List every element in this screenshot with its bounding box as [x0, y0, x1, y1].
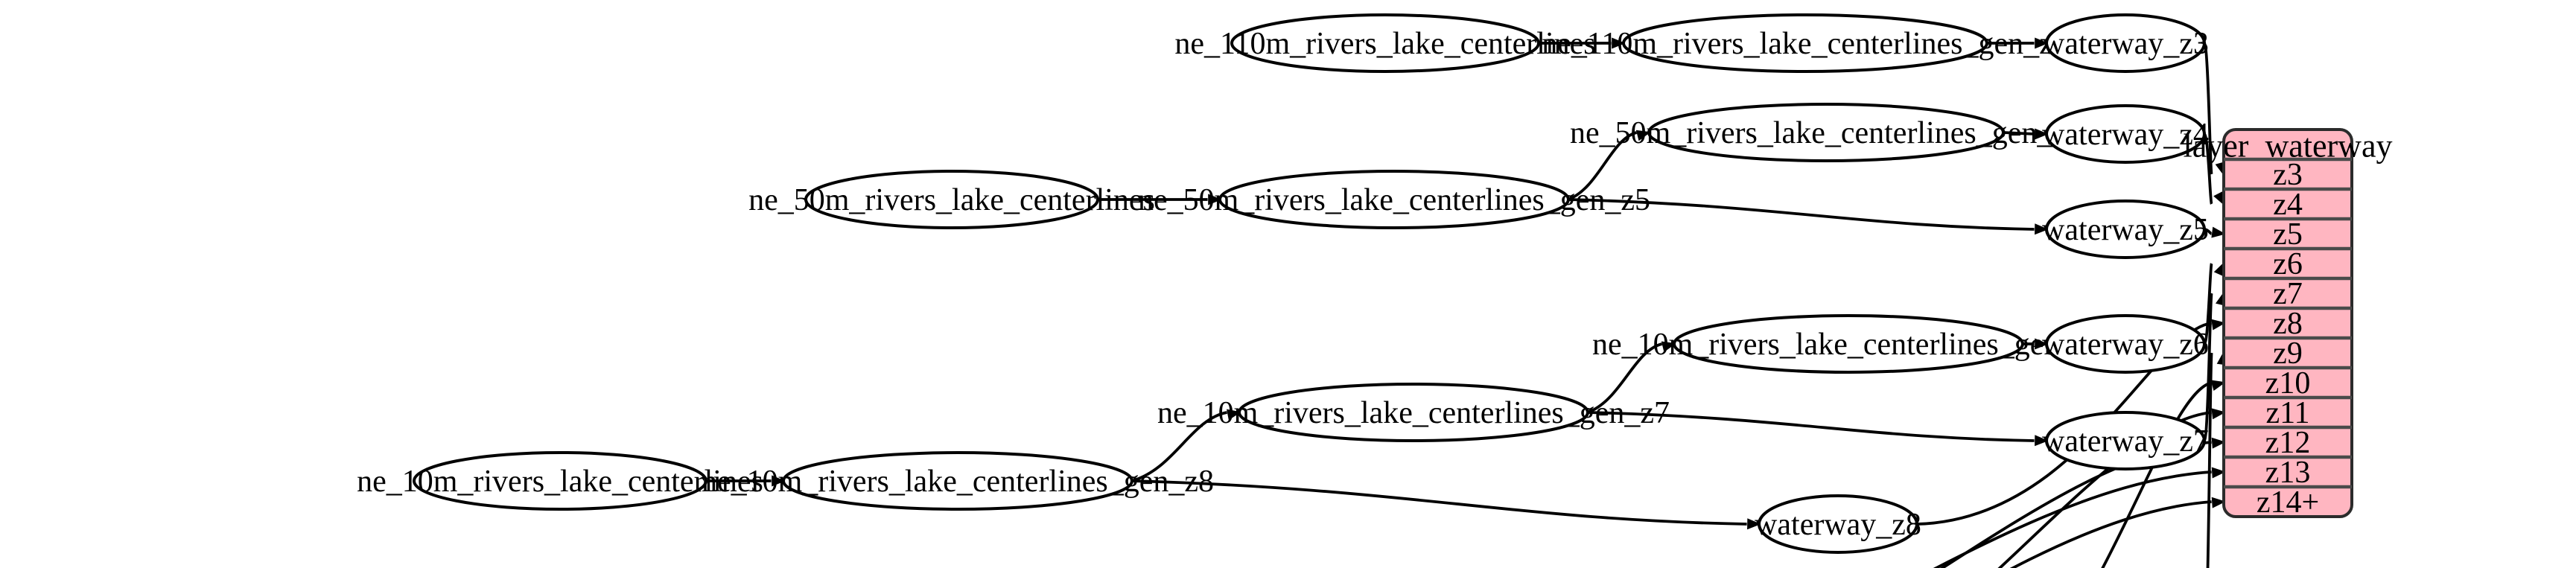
table-cell-label: z6 [2273, 247, 2303, 281]
edge-arrowhead [2035, 128, 2049, 140]
edge-arrowhead [2035, 435, 2049, 447]
edge-arrowhead [2211, 319, 2226, 331]
graph-node-ne_50m_rivers_lake_centerlines[interactable]: ne_50m_rivers_lake_centerlines [748, 170, 1155, 229]
table-cell-label: z5 [2273, 217, 2303, 252]
node-ellipse [1673, 314, 2024, 374]
graph-edge-waterway_z14-to-layer_waterway_z14_ [2009, 500, 2212, 568]
table-cell-label: z14+ [2257, 485, 2319, 520]
graph-edge-ne_50m_rivers_lake_centerlines_gen_z5-to-ne_50m_rivers_lake_centerlines_gen_z4 [1568, 131, 1638, 201]
graph-edge-ne_10m_rivers_lake_centerlines_gen_z8-to-waterway_z8 [1131, 479, 1747, 526]
node-ellipse [2045, 200, 2206, 259]
edge-arrowhead [2211, 467, 2226, 479]
graph-edge-ne_50m_rivers_lake_centerlines_gen_z5-to-waterway_z5 [1568, 198, 2035, 231]
graph-node-waterway_z8[interactable]: waterway_z8 [1755, 494, 1921, 554]
graph-edge-waterway_z10-to-layer_waterway_z10 [2101, 381, 2213, 568]
table-cell-label: z13 [2265, 456, 2311, 490]
edge-arrowhead [1208, 194, 1222, 205]
layer-waterway-table-shell [2222, 128, 2353, 518]
layer-waterway-table: layer_waterwayz3z4z5z6z7z8z9z10z11z12z13… [2184, 128, 2393, 520]
node-ellipse [804, 170, 1099, 229]
node-ellipse [413, 451, 707, 511]
edge-arrowhead [2035, 338, 2049, 350]
table-cell-label: z9 [2273, 336, 2303, 371]
graph-edge-waterway_z13-to-layer_waterway_z13 [1933, 470, 2212, 568]
graph-edge-ne_50m_rivers_lake_centerlines_gen_z4-to-waterway_z4 [2003, 131, 2035, 135]
table-cell-label: z3 [2273, 158, 2303, 192]
edge-arrowhead [2211, 408, 2226, 420]
node-ellipse [2045, 314, 2206, 374]
edge-arrowhead [2035, 223, 2049, 235]
graph-edge-ne_10m_rivers_lake_centerlines_gen_z7-to-ne_10m_rivers_lake_centerlines_gen_z6 [1587, 342, 1663, 414]
edge-arrowhead [1612, 37, 1626, 49]
nodes-layer: imposm3osm_waterway_linestringosm_import… [357, 13, 2209, 554]
table-cell-label: z4 [2273, 188, 2303, 222]
node-ellipse [2045, 104, 2206, 164]
node-ellipse [1238, 383, 1589, 442]
node-ellipse [1218, 170, 1570, 229]
table-cell-label: z12 [2265, 426, 2311, 460]
graph-edge-waterway_z3-to-layer_waterway_z3 [2203, 42, 2213, 175]
edges-layer [706, 37, 2228, 568]
node-ellipse [1622, 13, 1988, 73]
node-ellipse [2045, 13, 2206, 73]
edge-arrowhead [2211, 226, 2226, 238]
table-cell-label: z7 [2273, 277, 2303, 311]
edge-arrowhead [2035, 37, 2049, 49]
table-cell-label: z10 [2265, 366, 2311, 401]
graph-node-waterway_z3[interactable]: waterway_z3 [2042, 13, 2209, 73]
graph-node-waterway_z7[interactable]: waterway_z7 [2042, 411, 2209, 470]
graph-edge-ne_10m_rivers_lake_centerlines_gen_z8-to-ne_10m_rivers_lake_centerlines_gen_z7 [1131, 411, 1227, 482]
edge-arrowhead [2211, 437, 2226, 449]
graph-edge-waterway_z7-to-layer_waterway_z7 [2203, 293, 2213, 442]
edge-arrowhead [772, 475, 786, 487]
graph-node-ne_10m_rivers_lake_centerlines[interactable]: ne_10m_rivers_lake_centerlines [357, 451, 763, 511]
graph-edge-ne_10m_rivers_lake_centerlines_gen_z7-to-waterway_z7 [1587, 411, 2035, 442]
node-ellipse [1230, 13, 1540, 73]
edge-arrowhead [1227, 409, 1241, 421]
node-ellipse [1647, 103, 2005, 162]
graph-edge-waterway_z6-to-layer_waterway_z6 [2203, 263, 2213, 345]
edge-arrowhead [1635, 130, 1651, 141]
graph-node-ne_110m_rivers_lake_centerlines[interactable]: ne_110m_rivers_lake_centerlines [1174, 13, 1596, 73]
edge-arrowhead [2211, 497, 2226, 508]
edge-arrowhead [1747, 518, 1761, 530]
table-cell-label: z11 [2265, 396, 2309, 430]
graph-node-waterway_z6[interactable]: waterway_z6 [2042, 314, 2209, 374]
node-ellipse [782, 451, 1133, 511]
node-ellipse [1758, 494, 1918, 554]
graph-edge-waterway_z12-to-layer_waterway_z12 [1939, 441, 2212, 568]
node-ellipse [2045, 411, 2206, 470]
graph-node-waterway_z5[interactable]: waterway_z5 [2042, 200, 2209, 259]
edge-arrowhead [1661, 341, 1676, 353]
edge-arrowhead [2210, 380, 2226, 392]
table-cell-label: z8 [2273, 307, 2303, 341]
graph-edge-waterway_z9-to-layer_waterway_z9 [2206, 352, 2213, 568]
